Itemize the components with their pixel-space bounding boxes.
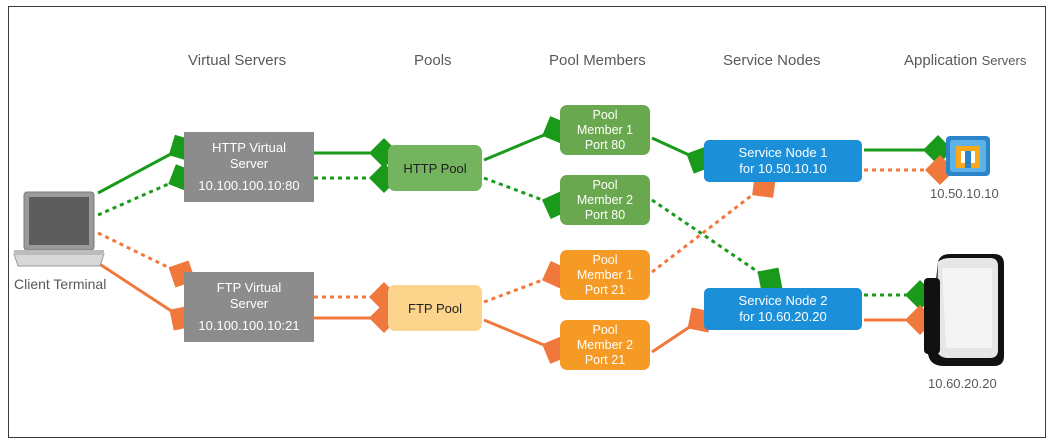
svc2-line1: Service Node 2 [738,293,828,308]
http-vs-line2: Server [229,156,269,171]
http-pool-member-1[interactable]: Pool Member 1 Port 80 [560,105,650,155]
header-pool-members: Pool Members [549,52,646,69]
svc1-line2: for 10.50.10.10 [739,161,827,176]
member-line: Member 1 [576,122,634,137]
http-virtual-server[interactable]: HTTP Virtual Server 10.100.100.10:80 [184,132,314,202]
member-line: Pool [592,107,618,122]
link-client-http-vs-2 [97,164,196,217]
link-http-pool-member2 [483,176,571,220]
ftp-virtual-server[interactable]: FTP Virtual Server 10.100.100.10:21 [184,272,314,342]
link-ftp-pool-member1 [483,260,571,304]
service-node-2[interactable]: Service Node 2 for 10.60.20.20 [704,288,862,330]
http-pool[interactable]: HTTP Pool [388,145,482,191]
svc1-line1: Service Node 1 [738,145,828,160]
header-service-nodes: Service Nodes [723,52,821,69]
ftp-pool[interactable]: FTP Pool [388,285,482,331]
member-line: Member 2 [576,337,634,352]
server-tower-icon [924,254,1004,366]
member-line: Port 21 [584,282,626,297]
member-line: Pool [592,252,618,267]
header-servers-word: Servers [981,53,1027,68]
http-pool-member-2[interactable]: Pool Member 2 Port 80 [560,175,650,225]
app2-ip: 10.60.20.20 [928,376,997,391]
header-application-servers: Application Servers [904,52,1026,69]
ftp-pool-member-2[interactable]: Pool Member 2 Port 21 [560,320,650,370]
link-http-pool-member1 [483,116,570,162]
ftp-vs-line2: Server [229,296,269,311]
vm-app-icon [946,136,990,176]
link-client-ftp-vs-2 [97,261,195,331]
member-line: Member 2 [576,192,634,207]
member-line: Port 80 [584,137,626,152]
http-pool-label: HTTP Pool [403,160,467,176]
ftp-pool-label: FTP Pool [408,300,462,316]
member-line: Port 21 [584,352,626,367]
ftp-vs-ip: 10.100.100.10:21 [198,318,300,333]
link-member2-svc2 [651,198,783,293]
link-member1-svc1-ftp [651,174,776,274]
link-member1-svc1 [651,136,714,174]
link-client-ftp-vs [97,231,196,288]
ftp-pool-member-1[interactable]: Pool Member 1 Port 21 [560,250,650,300]
ftp-vs-line1: FTP Virtual [216,280,282,295]
link-client-http-vs [97,134,196,195]
header-virtual-servers: Virtual Servers [188,52,287,69]
service-node-1[interactable]: Service Node 1 for 10.50.10.10 [704,140,862,182]
laptop-icon [13,191,105,267]
member-line: Pool [592,177,618,192]
member-line: Pool [592,322,618,337]
diagram-frame [8,6,1046,438]
app1-ip: 10.50.10.10 [930,186,999,201]
member-line: Member 1 [576,267,634,282]
svc2-line2: for 10.60.20.20 [739,309,827,324]
link-member2-svc2 [651,307,713,354]
header-pools: Pools [414,52,452,69]
client-terminal-label: Client Terminal [14,276,107,292]
header-application-word: Application [904,52,978,69]
member-line: Port 80 [584,207,626,222]
http-vs-ip: 10.100.100.10:80 [198,178,300,193]
http-vs-line1: HTTP Virtual [212,140,286,155]
link-ftp-pool-member2 [483,318,570,364]
